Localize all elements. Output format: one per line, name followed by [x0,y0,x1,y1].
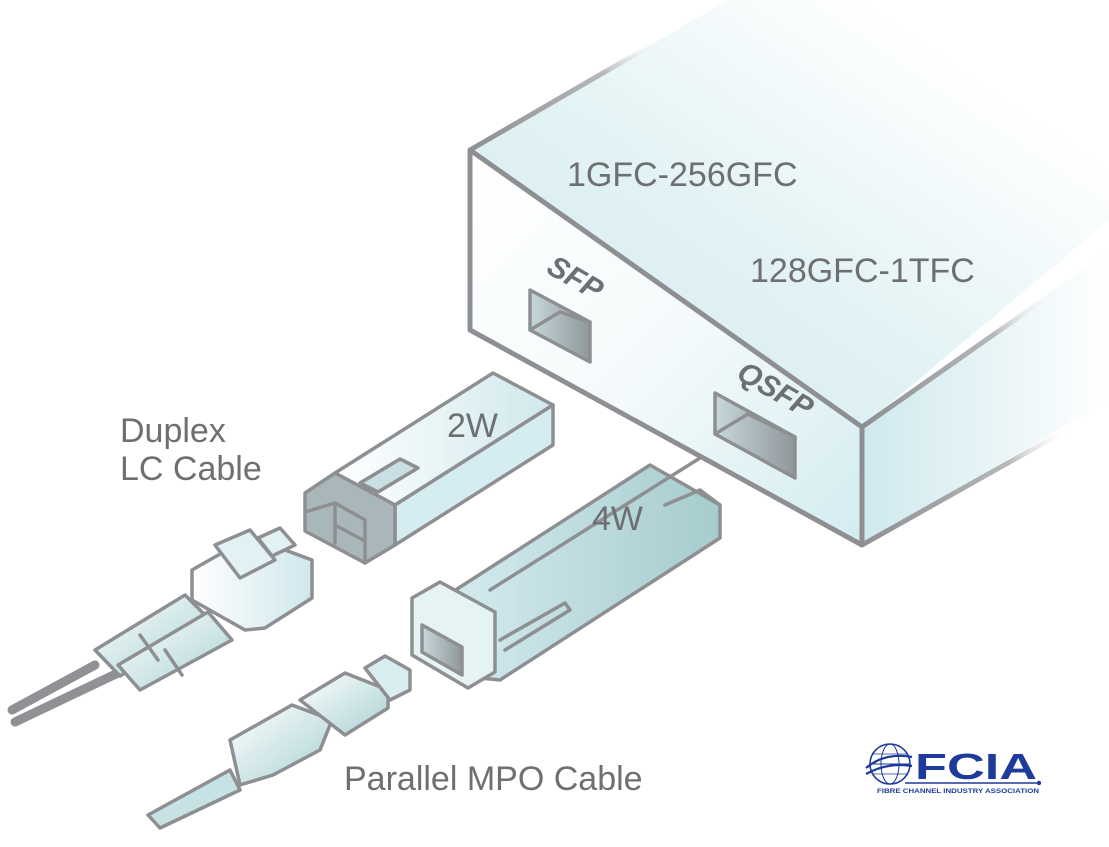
fcia-tagline: FIBRE CHANNEL INDUSTRY ASSOCIATION [877,788,1040,795]
sfp-module[interactable]: 2W [303,371,555,565]
sfp-port[interactable] [528,288,592,364]
sfp-power-label: 2W [447,407,498,445]
switch-top-face [470,0,1109,427]
fcia-wordmark: FCIA [915,746,1037,787]
speed-range-sfp-label: 1GFC-256GFC [567,156,798,194]
qsfp-power-label: 4W [592,500,643,538]
switch-chassis: 1GFC-256GFC 128GFC-1TFC SFP QSFP [467,0,1109,548]
speed-range-qsfp-label: 128GFC-1TFC [750,252,975,290]
qsfp-port[interactable] [713,391,797,480]
parallel-mpo-cable[interactable] [146,654,412,830]
globe-icon [865,743,913,785]
duplex-lc-cable[interactable] [7,526,314,727]
switch-side-face [862,250,1109,545]
fcia-logo: FCIA FIBRE CHANNEL INDUSTRY ASSOCIATION [865,743,1042,795]
parallel-mpo-label: Parallel MPO Cable [344,760,643,798]
qsfp-module[interactable]: 4W [410,456,722,690]
duplex-lc-label-line1: Duplex [120,412,226,450]
duplex-lc-label-line2: LC Cable [120,450,262,488]
